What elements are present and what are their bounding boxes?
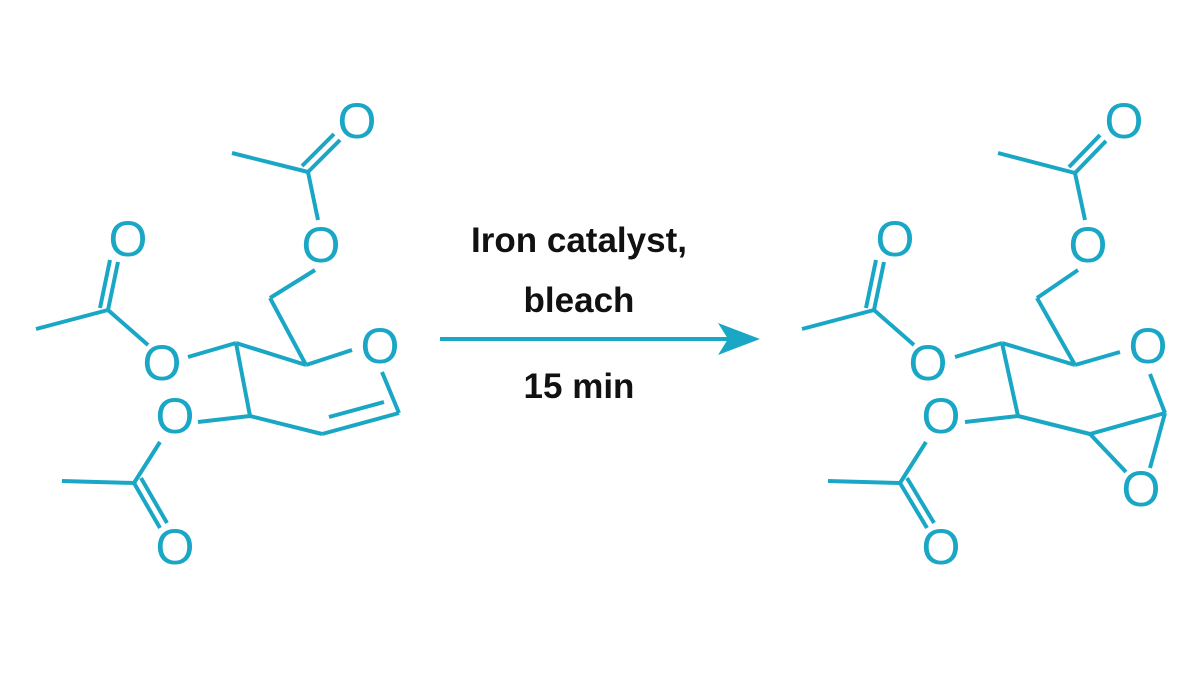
- product-bond: [1000, 342, 1020, 417]
- reactant-bond: [305, 348, 353, 367]
- product-bond: [1148, 412, 1167, 469]
- product-bond: [1089, 411, 1166, 436]
- condition-catalyst: Iron catalyst,: [471, 221, 687, 260]
- product-molecule: O O O O O O O O: [801, 93, 1168, 575]
- product-bond: [1073, 172, 1087, 221]
- oxygen-atom-label: O: [1069, 217, 1108, 273]
- reactant-bond: [139, 476, 169, 525]
- reactant-bond: [106, 261, 120, 311]
- condition-reagent: bleach: [524, 281, 635, 320]
- reactant-bond: [235, 341, 307, 367]
- reactant-bond: [328, 400, 385, 419]
- reactant-bond: [187, 341, 237, 359]
- reactant-bond: [234, 342, 252, 417]
- oxygen-atom-label: O: [1122, 461, 1161, 517]
- product-bond: [872, 308, 916, 347]
- reactant-bond: [249, 414, 323, 436]
- oxygen-atom-label: O: [338, 93, 377, 149]
- reactant-bond: [61, 479, 135, 485]
- reactant-bond: [132, 440, 162, 485]
- reactant-bond: [268, 268, 317, 300]
- oxygen-atom-label: O: [1105, 93, 1144, 149]
- reaction-arrow: [440, 323, 760, 355]
- product-bond: [905, 476, 936, 525]
- product-bond: [997, 151, 1076, 175]
- product-bond: [827, 479, 901, 485]
- product-bond: [1067, 133, 1102, 169]
- product-bond: [1035, 268, 1080, 300]
- reactant-bond: [98, 259, 112, 309]
- product-bond: [898, 481, 929, 530]
- product-bond: [1073, 139, 1108, 175]
- reactant-bond: [35, 308, 109, 331]
- oxygen-atom-label: O: [876, 211, 915, 267]
- product-bond: [864, 259, 878, 309]
- product-bond: [1074, 350, 1121, 367]
- product-bond: [1017, 414, 1091, 436]
- oxygen-atom-label: O: [922, 519, 961, 575]
- product-bond: [801, 308, 875, 331]
- oxygen-atom-label: O: [922, 388, 961, 444]
- reactant-bond: [132, 481, 162, 530]
- arrow-head: [718, 323, 760, 355]
- reactant-bond: [268, 297, 308, 366]
- product-bond: [954, 341, 1003, 359]
- product-bond: [898, 440, 928, 485]
- reactant-bond: [300, 132, 336, 168]
- reactant-bond: [306, 171, 320, 221]
- reactant-molecule: O O O O O O O: [35, 93, 401, 575]
- oxygen-atom-label: O: [361, 318, 400, 374]
- product-bond: [1035, 297, 1077, 366]
- product-bond: [1148, 373, 1167, 414]
- oxygen-atom-label: O: [156, 519, 195, 575]
- product-bond: [1088, 432, 1128, 474]
- oxygen-atom-label: O: [1129, 318, 1168, 374]
- reactant-bond: [231, 151, 309, 174]
- reactant-bond: [197, 414, 251, 424]
- condition-time: 15 min: [524, 367, 635, 406]
- reactant-bond: [306, 138, 342, 174]
- reactant-bond: [321, 411, 400, 436]
- oxygen-atom-label: O: [143, 335, 182, 391]
- product-bond: [872, 261, 886, 311]
- reactant-bond: [380, 371, 401, 414]
- reactant-bond: [106, 308, 150, 347]
- product-bond: [964, 414, 1019, 424]
- oxygen-atom-label: O: [109, 211, 148, 267]
- product-bond: [1001, 341, 1076, 367]
- oxygen-atom-label: O: [302, 217, 341, 273]
- oxygen-atom-label: O: [909, 335, 948, 391]
- oxygen-atom-label: O: [156, 388, 195, 444]
